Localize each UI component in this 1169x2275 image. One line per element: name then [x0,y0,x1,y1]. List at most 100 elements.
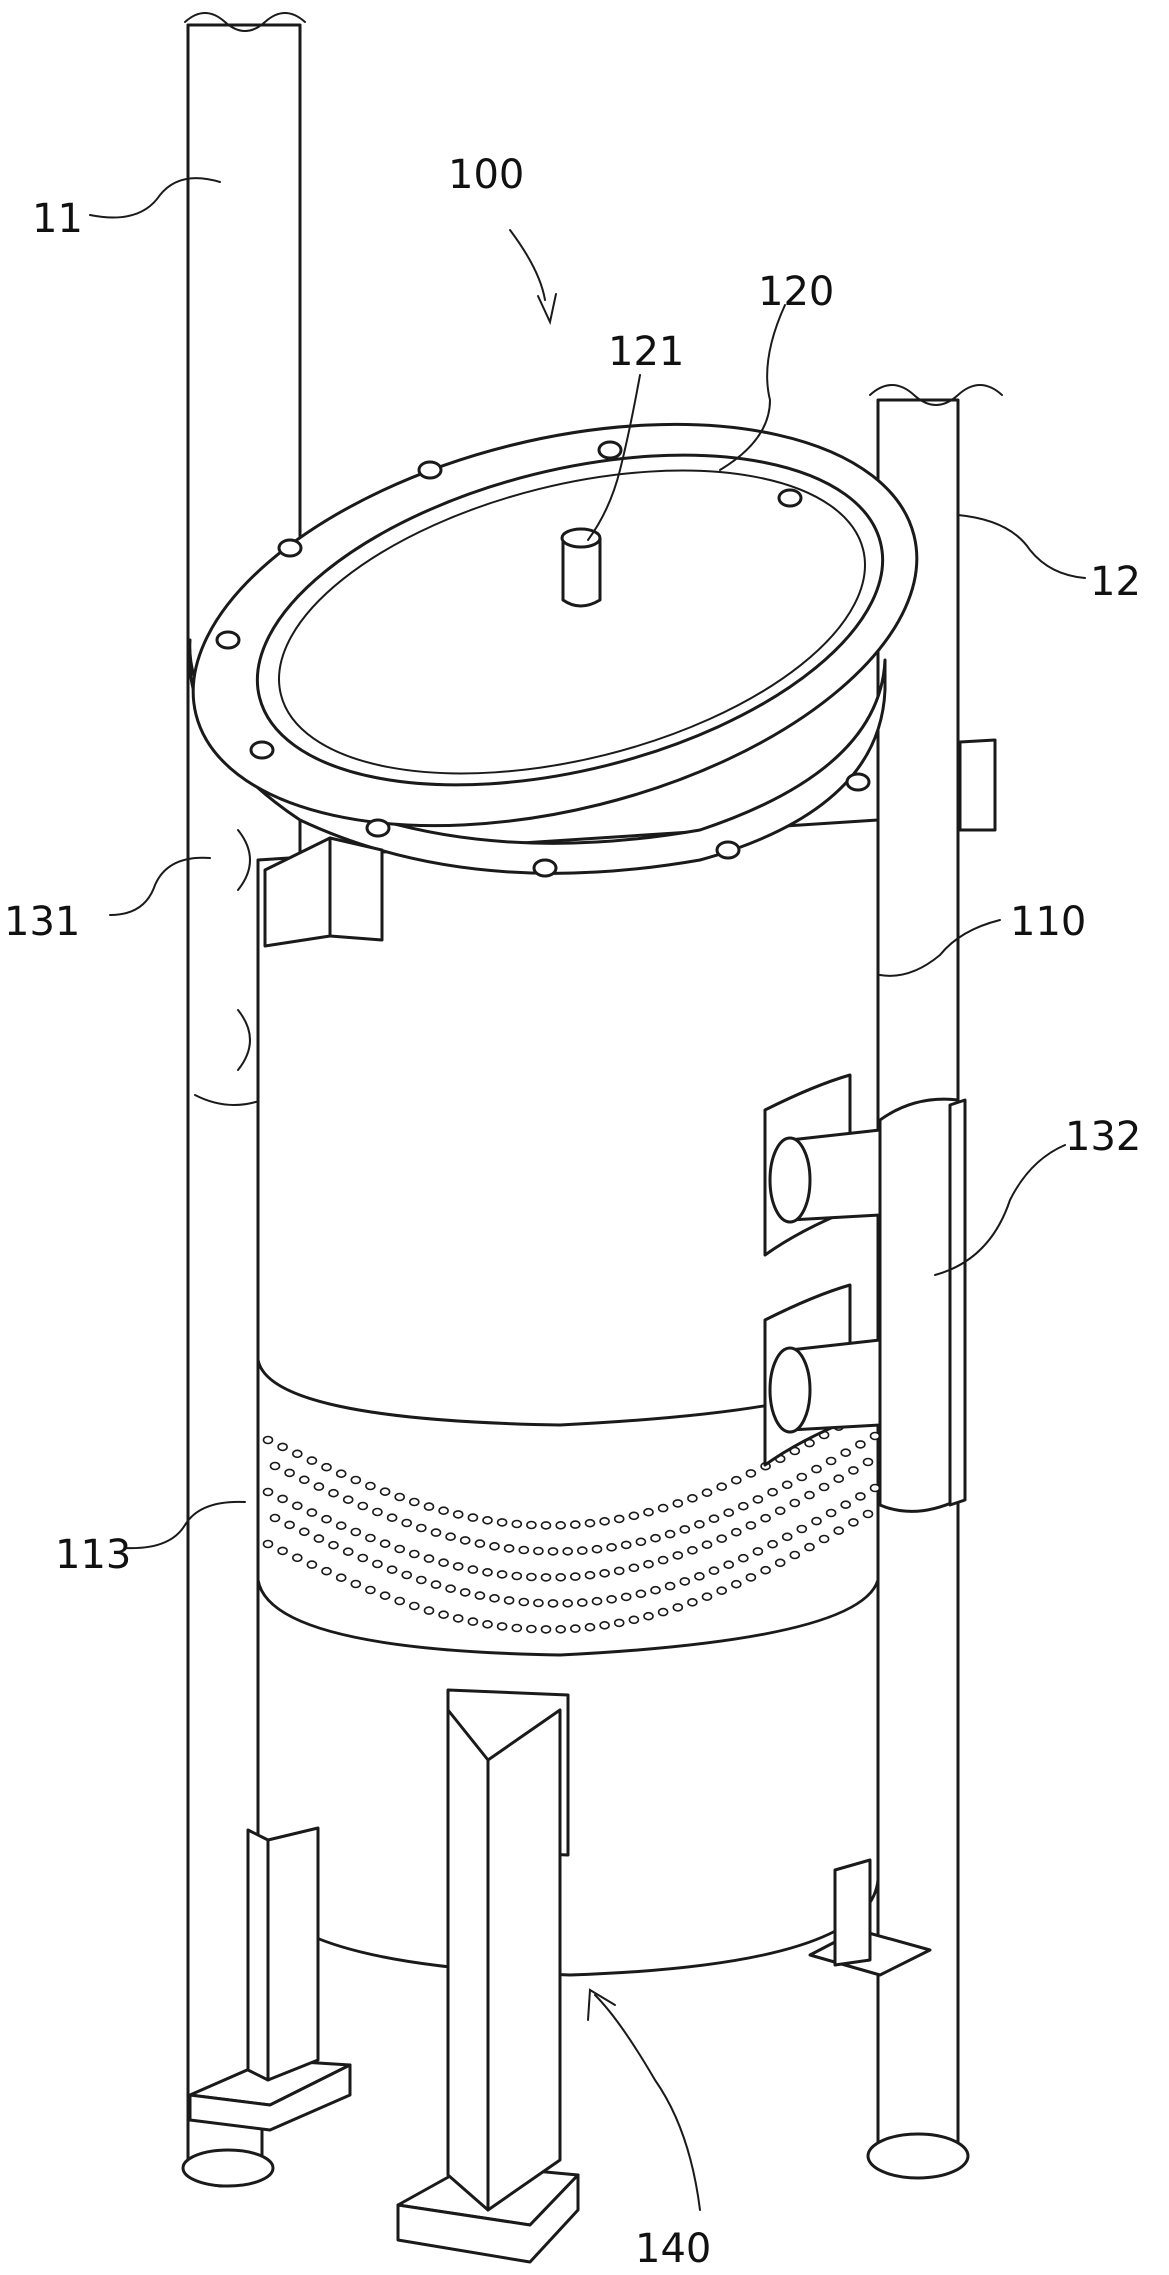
perforation-hole [438,1558,449,1567]
label-110: 110 [1010,899,1086,945]
perforation-hole [284,1520,295,1530]
perforation-hole [584,1518,596,1528]
perforation-hole [357,1501,369,1511]
perforation-hole [694,1572,705,1581]
perforation-hole [540,1573,552,1582]
perforation-hole [518,1545,530,1555]
perforation-hole [818,1482,830,1492]
perforation-hole [584,1570,596,1580]
perforation-hole [708,1566,720,1575]
perforation-hole [321,1462,332,1472]
perforation-hole [745,1469,757,1478]
perforation-hole [277,1442,288,1452]
perforation-hole [423,1606,435,1615]
perforation-hole [767,1487,778,1497]
label-113: 113 [55,1532,131,1578]
perforation-hole [818,1534,830,1544]
perforation-hole [511,1571,523,1581]
perforation-hole [394,1544,406,1554]
lid-port [560,527,602,608]
perforation-hole [445,1584,456,1593]
perforation-hole [730,1579,742,1589]
perforation-hole [825,1456,837,1466]
perforation-hole [774,1506,786,1516]
perforation-hole [672,1603,684,1612]
perforation-hole [855,1492,866,1501]
perforation-hole [379,1591,391,1600]
perforation-hole [737,1553,749,1563]
perforation-hole [613,1514,625,1524]
perforation-hole [599,1569,610,1578]
label-12: 12 [1090,559,1141,605]
perforation-hole [526,1624,537,1634]
perforation-hole [423,1502,435,1511]
perforation-hole [833,1526,845,1535]
perforation-hole [555,1625,567,1634]
perforation-hole [781,1532,793,1542]
perforation-hole [423,1554,435,1563]
perforation-hole [804,1490,815,1500]
perforation-hole [687,1598,698,1607]
perforation-hole [496,1518,508,1527]
perforation-hole [825,1508,837,1518]
perforation-hole [482,1620,493,1629]
perforation-hole [269,1461,281,1471]
perforation-hole [643,1507,654,1517]
perforation-hole [350,1527,362,1537]
perforation-hole [459,1588,471,1597]
perforation-hole [657,1503,669,1513]
perforation-hole [459,1536,471,1545]
perforation-hole [540,1521,552,1530]
perforation-hole [365,1585,376,1595]
perforation-hole [277,1546,288,1556]
perforation-hole [321,1566,332,1576]
perforation-hole [474,1539,486,1548]
perforation-hole [533,1598,544,1608]
perforation-hole [438,1506,449,1515]
perforation-hole [415,1523,427,1533]
perforation-hole [438,1610,449,1619]
perforation-hole [796,1524,808,1534]
perforation-hole [430,1580,442,1589]
perforation-hole [687,1546,698,1555]
leader-121 [587,374,641,541]
leader-11 [89,177,221,219]
perforation-hole [328,1488,339,1498]
flange-bolt-holes [215,440,871,878]
perforation-hole [372,1507,383,1517]
perforation-hole [298,1475,310,1485]
perforation-hole [262,1487,274,1497]
perforation-hole [547,1547,559,1556]
perforation-hole [584,1622,596,1632]
perforation-hole [562,1599,574,1608]
perforation-hole [620,1540,632,1550]
perforation-hole [606,1595,617,1604]
perforation-hole [796,1472,808,1482]
perforation-hole [291,1501,303,1511]
perforation-hole [752,1495,764,1504]
leader-110 [879,919,1001,977]
perforation-hole [701,1540,713,1549]
label-140: 140 [635,2226,711,2272]
perforation-hole [716,1482,728,1491]
perforation-hole [562,1547,574,1556]
perforation-hole [760,1513,771,1523]
perforation-hole [635,1537,647,1547]
perforation-hole [489,1542,500,1551]
perforation-hole [848,1466,859,1475]
perforation-hole [767,1539,778,1549]
perforation-hole [496,1570,508,1579]
perforation-hole [628,1615,640,1625]
perforation-hole [503,1544,515,1553]
perforation-hole [540,1625,552,1634]
right-bracket [878,738,997,1513]
label-131: 131 [4,899,80,945]
perforation-hole [298,1527,310,1537]
perforation-hole [606,1543,617,1552]
perforation-hole [774,1558,786,1568]
perforation-hole [723,1508,735,1517]
perforation-hole [379,1539,391,1548]
perforation-hole [811,1464,822,1474]
perforation-hole [716,1586,728,1595]
perforation-hole [503,1596,515,1605]
